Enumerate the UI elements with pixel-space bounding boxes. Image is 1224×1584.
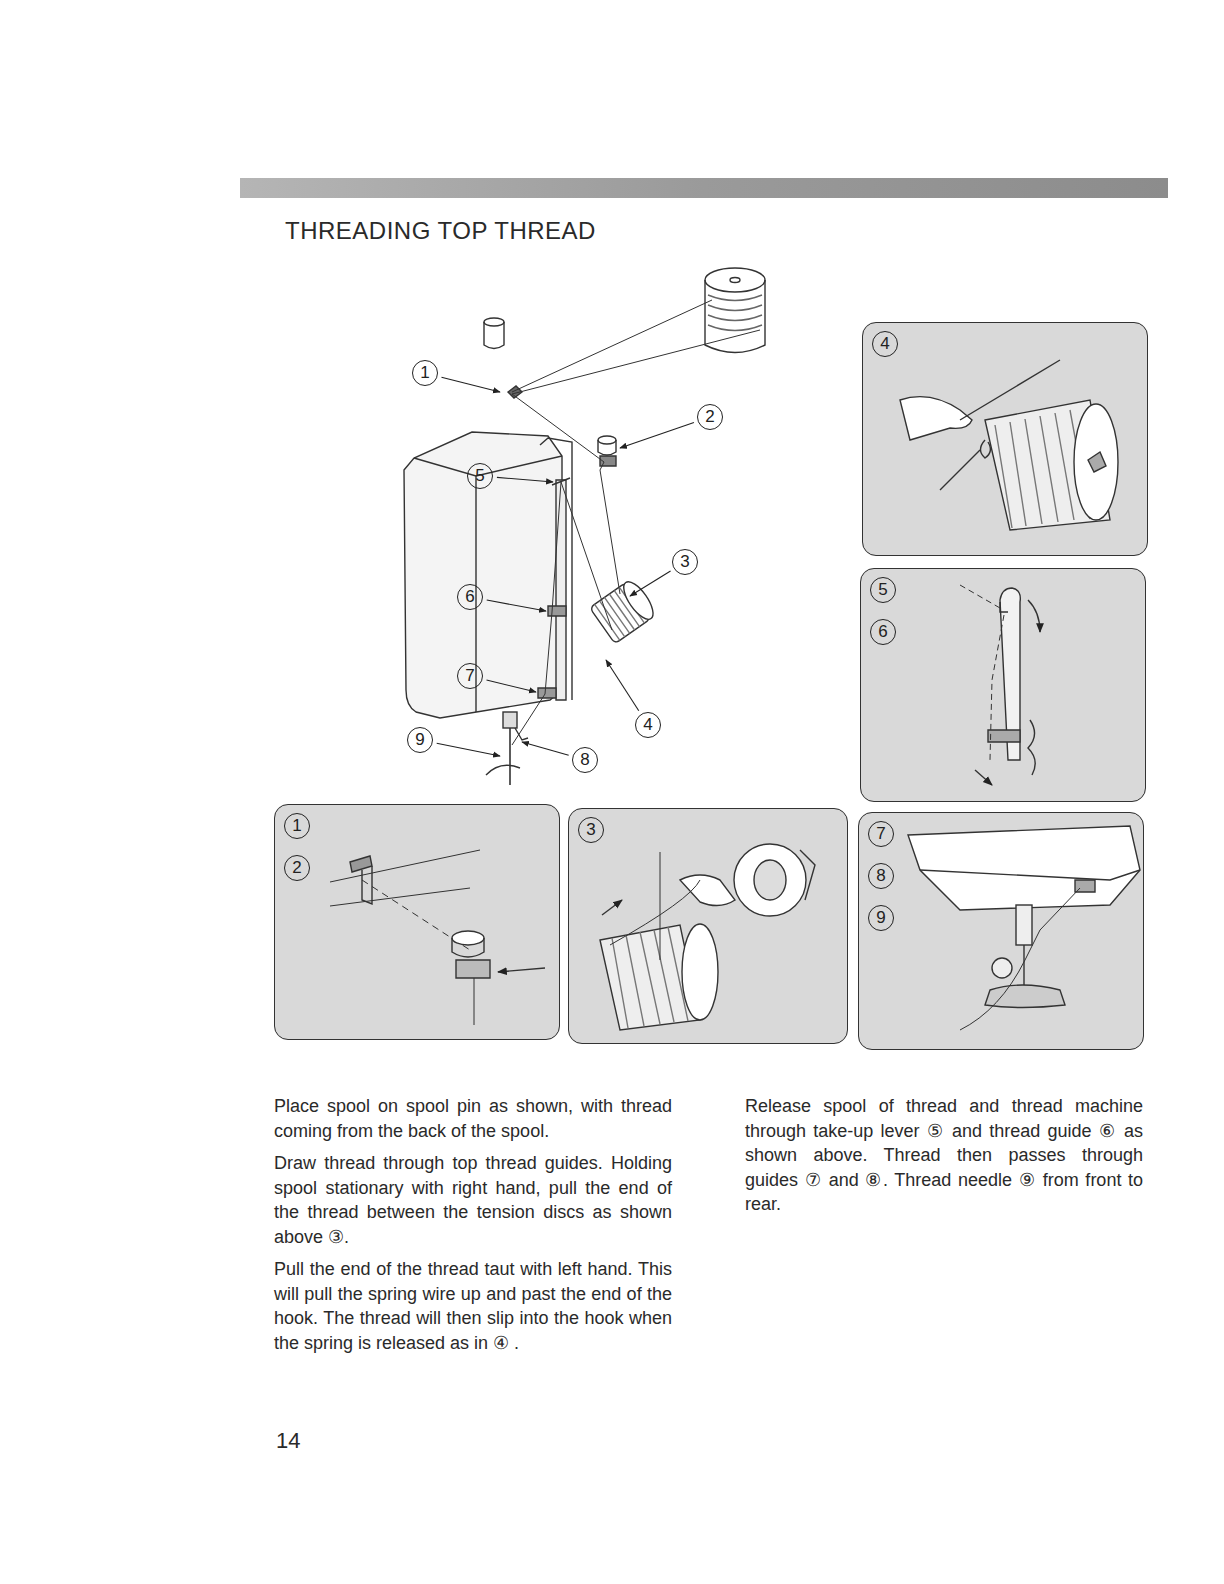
- leader-line: [487, 600, 546, 611]
- callout-number: 5: [870, 577, 896, 603]
- page-title: THREADING TOP THREAD: [285, 217, 596, 245]
- photo-panel: 7 8 9: [858, 812, 1144, 1050]
- instruction-text: Place spool on spool pin as shown, with …: [274, 1094, 672, 1143]
- leader-line: [606, 660, 639, 711]
- callout-number: 7: [457, 663, 483, 689]
- leader-line: [487, 680, 536, 692]
- leader-line: [497, 477, 553, 482]
- callout-number: 8: [572, 747, 598, 773]
- panel-sketch: [330, 850, 545, 1025]
- machine-drawing: [404, 268, 765, 785]
- instruction-text: Release spool of thread and thread machi…: [745, 1094, 1143, 1217]
- callout-number: 9: [407, 727, 433, 753]
- callout-number: 9: [868, 905, 894, 931]
- leader-line: [620, 423, 694, 448]
- header-bar: [240, 178, 1168, 198]
- photo-panel: 3: [568, 808, 848, 1044]
- callout-number: 2: [284, 855, 310, 881]
- panel-sketch: [960, 585, 1040, 785]
- panel-sketch: [600, 844, 815, 1030]
- leader-line: [441, 377, 500, 392]
- callout-number: 6: [457, 584, 483, 610]
- leader-line: [630, 571, 671, 596]
- instruction-text: Pull the end of the thread taut with lef…: [274, 1257, 672, 1355]
- callout-number: 5: [467, 463, 493, 489]
- callout-number: 6: [870, 619, 896, 645]
- page-number: 14: [276, 1428, 300, 1454]
- instruction-text: Draw thread through top thread guides. H…: [274, 1151, 672, 1249]
- panel-sketch: [900, 360, 1118, 530]
- callout-number: 2: [697, 404, 723, 430]
- callout-number: 3: [672, 549, 698, 575]
- callout-number: 3: [578, 817, 604, 843]
- callout-number: 1: [412, 360, 438, 386]
- leader-lines: [437, 377, 694, 756]
- photo-panel: 12: [274, 804, 560, 1040]
- callout-number: 8: [868, 863, 894, 889]
- callout-number: 4: [635, 712, 661, 738]
- photo-panel: 56: [860, 568, 1146, 802]
- panel-sketch: [908, 826, 1140, 1030]
- leader-line: [522, 742, 569, 755]
- panel-ground: [274, 322, 1148, 1050]
- callout-number: 4: [872, 331, 898, 357]
- callout-number: 1: [284, 813, 310, 839]
- photo-panel: 4: [862, 322, 1148, 556]
- leader-line: [437, 743, 500, 756]
- callout-number: 7: [868, 821, 894, 847]
